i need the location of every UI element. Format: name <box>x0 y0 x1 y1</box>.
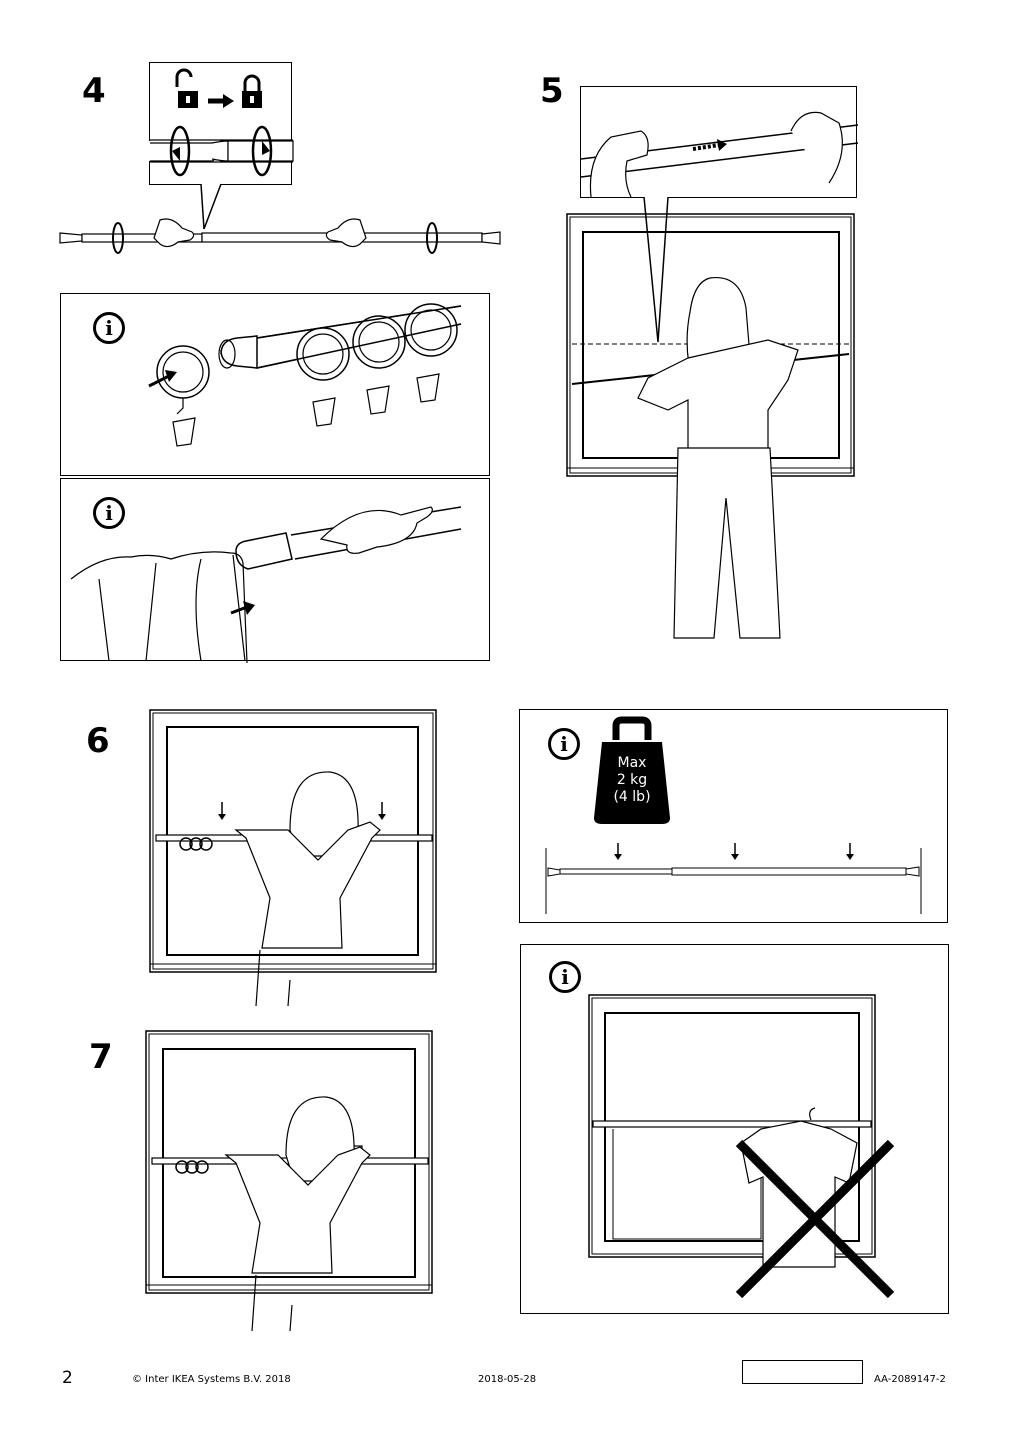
weight-limit-line1: Max <box>617 755 647 771</box>
arrow-right-icon <box>208 94 234 108</box>
telescopic-rod-detail <box>580 111 859 198</box>
window-frame-step7 <box>145 1030 433 1332</box>
step-number-6: 6 <box>86 721 110 761</box>
step-number-4: 4 <box>82 71 106 111</box>
info-icon: i <box>93 497 125 529</box>
info-panel-rings: i <box>60 293 490 476</box>
rod-rotation-illustration <box>59 218 501 254</box>
lock-open-icon <box>175 68 198 108</box>
weight-limit-line3: (4 lb) <box>613 789 651 805</box>
weight-icon <box>594 716 670 824</box>
rings-on-rod-illustration <box>148 303 462 447</box>
info-panel-weight: i Max 2 kg (4 lb) <box>519 709 948 923</box>
info-icon: i <box>93 312 125 344</box>
window-frame-step6 <box>149 709 437 1007</box>
callout-pointer <box>643 196 669 343</box>
callout-pointer <box>200 183 222 230</box>
print-date: 2018-05-28 <box>478 1374 537 1385</box>
document-id: AA-2089147-2 <box>874 1374 946 1385</box>
copyright: © Inter IKEA Systems B.V. 2018 <box>132 1374 291 1385</box>
step5-detail-callout <box>580 86 859 198</box>
lock-closed-icon <box>242 74 262 108</box>
info-panel-curtain: i <box>60 478 490 664</box>
rings-group <box>179 837 213 851</box>
info-panel-no-clothes: i <box>520 944 949 1314</box>
lock-detail-illustration <box>149 68 294 177</box>
weight-limit-line2: 2 kg <box>616 772 648 788</box>
person-installing-rod <box>637 276 799 639</box>
lock-detail-callout <box>149 62 294 185</box>
step-number-7: 7 <box>89 1037 113 1077</box>
empty-label-box <box>742 1360 863 1384</box>
step-number-5: 5 <box>540 71 564 111</box>
curtain-on-rod-illustration <box>70 506 462 664</box>
info-icon: i <box>549 961 581 993</box>
rod-load-diagram <box>545 843 922 914</box>
cross-icon <box>735 1139 895 1299</box>
info-icon: i <box>548 728 580 760</box>
page-number: 2 <box>62 1368 73 1388</box>
rotate-icon <box>169 125 273 177</box>
